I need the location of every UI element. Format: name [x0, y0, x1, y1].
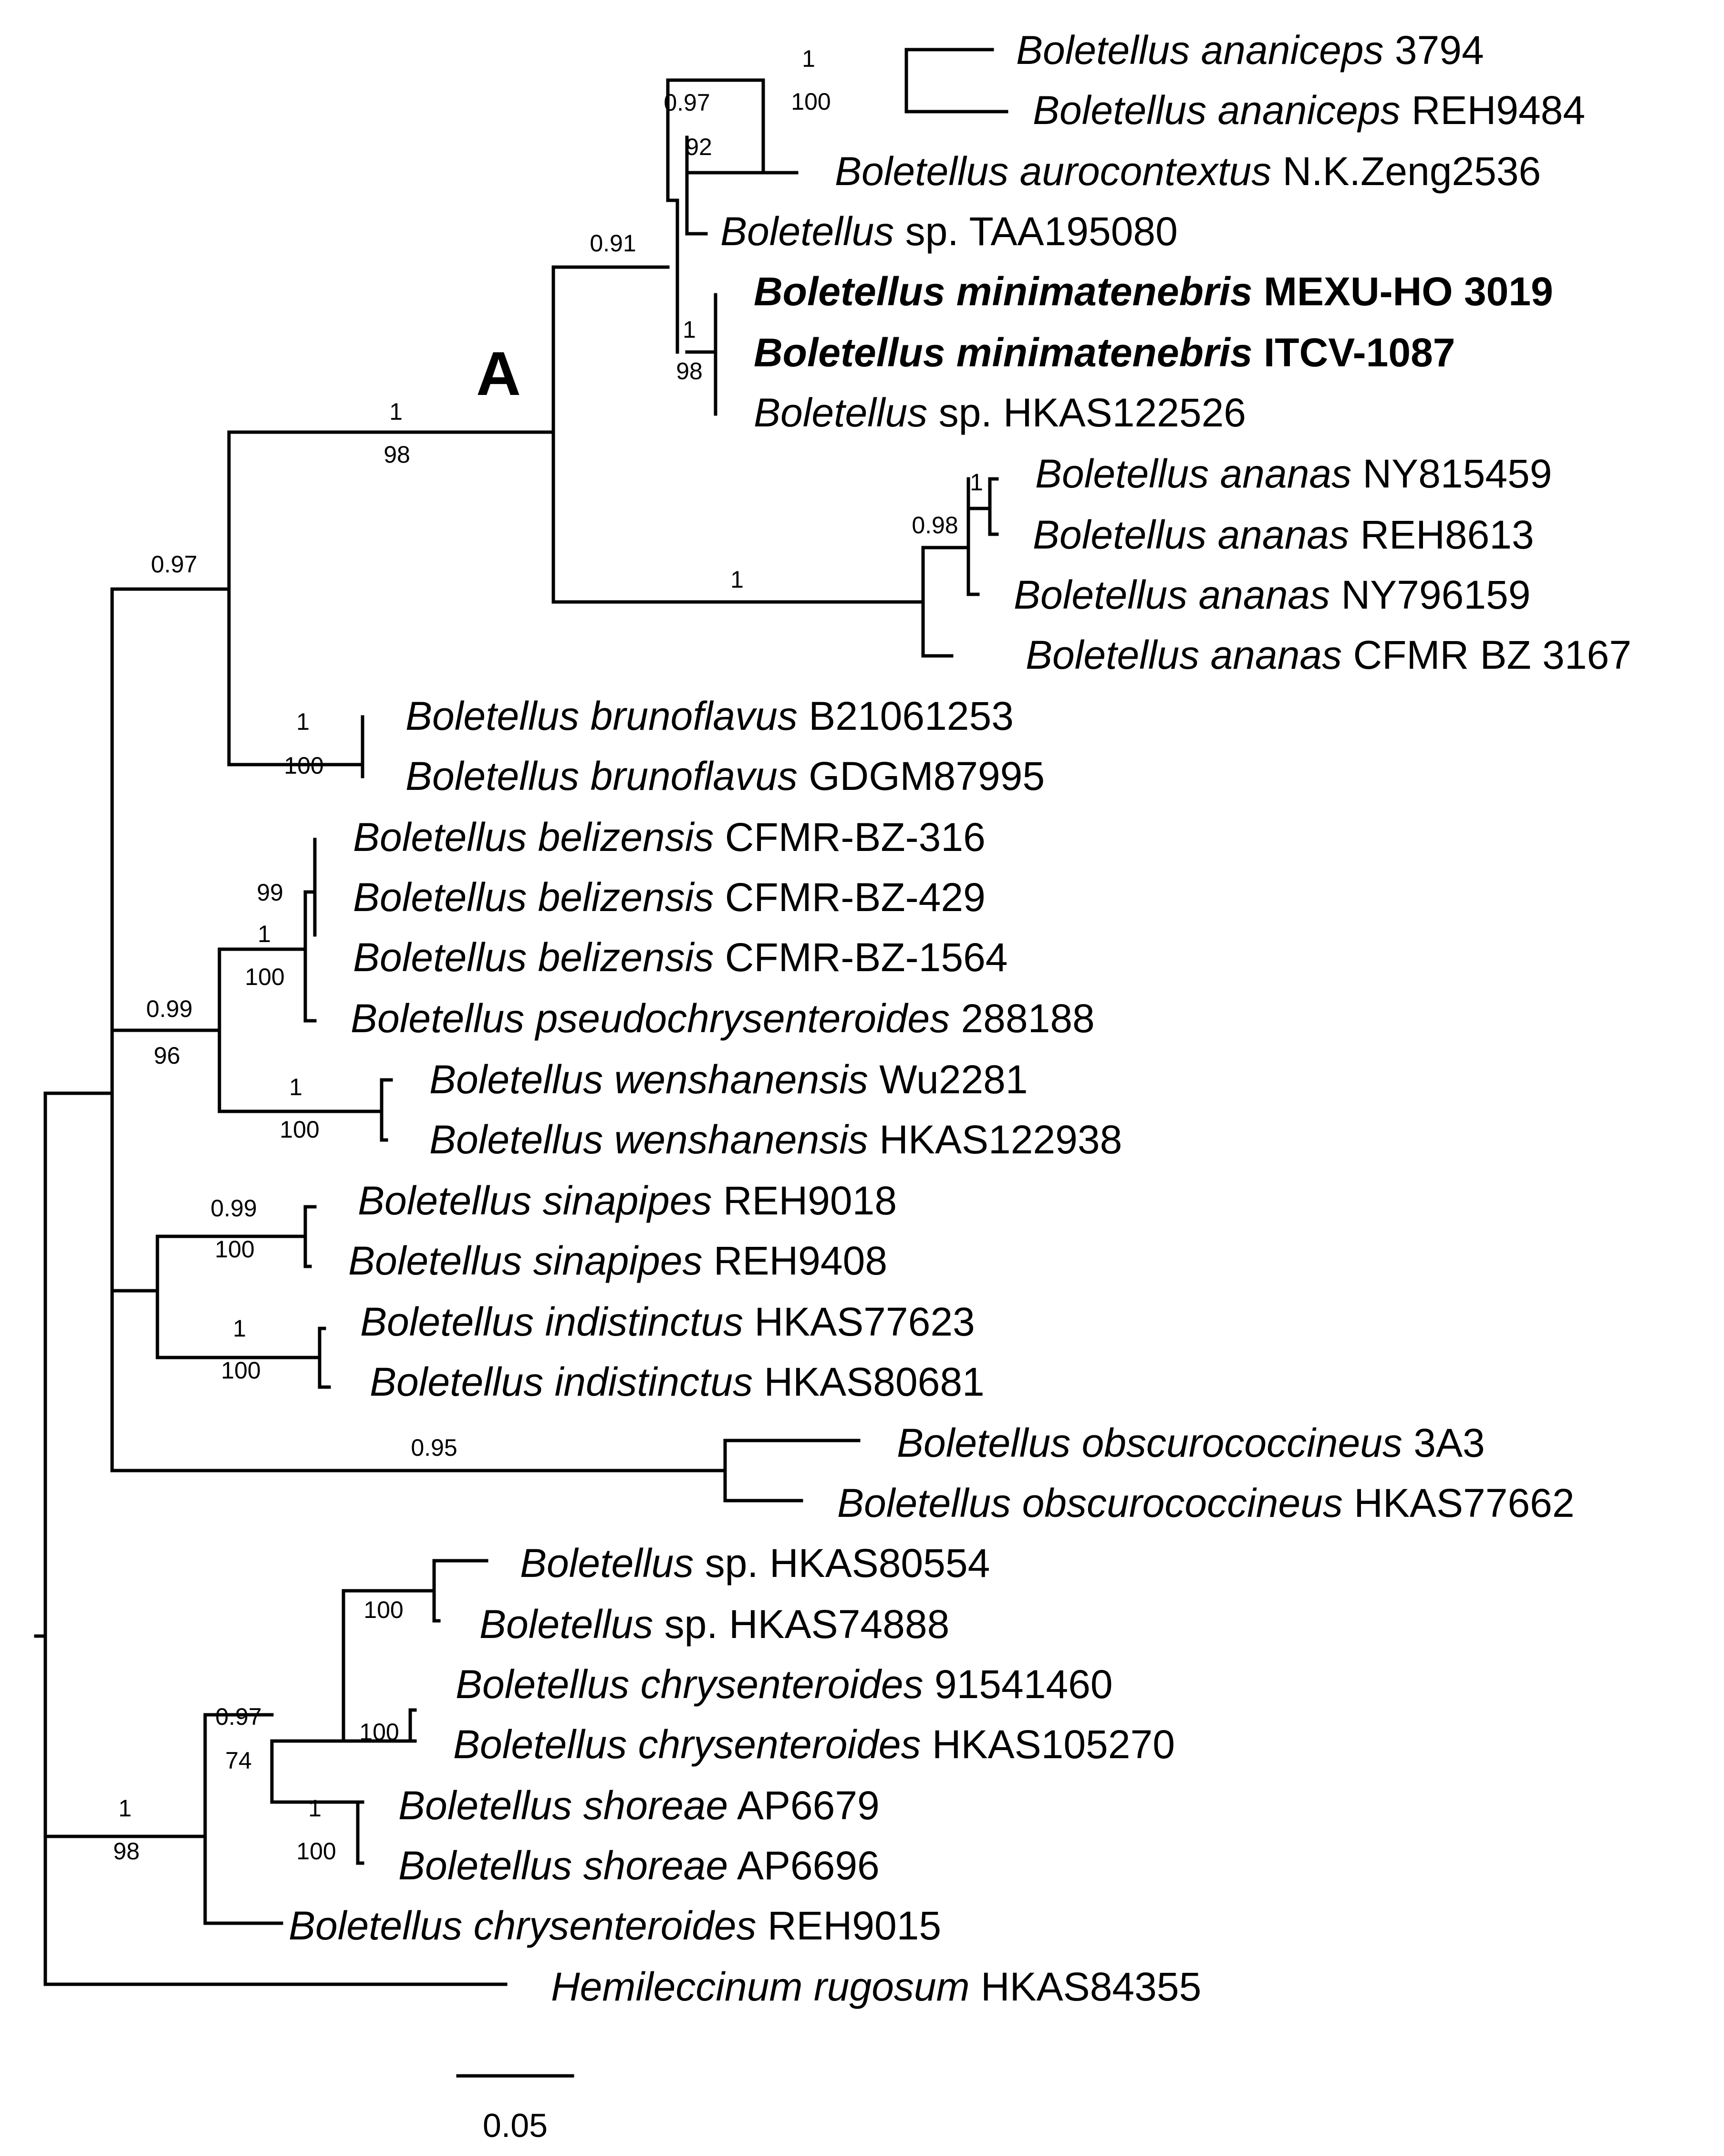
- scale-bar-label: 0.05: [483, 2107, 548, 2144]
- support-label: 100: [284, 752, 323, 779]
- support-label: 1: [802, 45, 815, 72]
- taxon-label: Hemileccinum rugosum HKAS84355: [551, 1964, 1201, 2009]
- taxon-label: Boletellus sp. HKAS80554: [520, 1541, 990, 1586]
- support-label: 100: [280, 1116, 319, 1143]
- support-label: 92: [685, 134, 712, 160]
- taxon-label: Boletellus aurocontextus N.K.Zeng2536: [835, 149, 1541, 194]
- support-label: 100: [221, 1357, 260, 1384]
- taxon-label: Boletellus chrysenteroides REH9015: [289, 1903, 941, 1948]
- support-label: 0.95: [411, 1434, 457, 1461]
- taxon-label: Boletellus chrysenteroides 91541460: [456, 1662, 1113, 1707]
- support-label: 1: [683, 316, 696, 343]
- support-label: 100: [215, 1236, 254, 1263]
- support-label: 100: [791, 88, 831, 115]
- support-label: 96: [154, 1042, 180, 1069]
- support-label: 1: [389, 398, 403, 425]
- taxon-label: Boletellus belizensis CFMR-BZ-1564: [353, 935, 1008, 980]
- support-label: 99: [257, 879, 283, 906]
- support-label: 1: [233, 1315, 246, 1342]
- taxon-label: Boletellus obscurococcineus 3A3: [897, 1420, 1485, 1465]
- taxon-label: Boletellus belizensis CFMR-BZ-429: [353, 875, 986, 920]
- taxon-label-highlighted: Boletellus minimatenebris MEXU-HO 3019: [754, 269, 1553, 314]
- support-label: 100: [296, 1838, 336, 1865]
- tree-branches: [34, 48, 1008, 1986]
- support-label: 1: [289, 1074, 302, 1100]
- taxon-label: Boletellus sp. HKAS74888: [479, 1602, 949, 1647]
- support-label: 1: [970, 469, 983, 496]
- support-label: 0.99: [210, 1195, 257, 1222]
- support-label: 100: [245, 964, 284, 990]
- taxon-label: Boletellus belizensis CFMR-BZ-316: [353, 815, 986, 860]
- clade-label: A: [476, 339, 521, 408]
- taxon-label-highlighted: Boletellus minimatenebris ITCV-1087: [754, 330, 1455, 375]
- support-label: 0.97: [664, 89, 710, 116]
- support-values: 1 100 0.97 92 0.91 1 98 1 98 1 0.98 1 0.…: [113, 45, 983, 1865]
- scale-bar: 0.05: [456, 2074, 574, 2144]
- support-label: 0.91: [590, 230, 636, 257]
- support-label: 1: [258, 921, 271, 947]
- taxon-label: Boletellus wenshanensis HKAS122938: [429, 1117, 1122, 1162]
- support-label: 98: [676, 358, 703, 384]
- support-label: 1: [296, 708, 310, 735]
- taxon-label: Boletellus ananas REH8613: [1033, 512, 1534, 557]
- taxon-label: Boletellus brunoflavus GDGM87995: [405, 754, 1045, 798]
- support-label: 1: [118, 1795, 132, 1822]
- taxon-label: Boletellus indistinctus HKAS80681: [370, 1359, 985, 1404]
- taxon-label: Boletellus sinapipes REH9018: [358, 1178, 897, 1223]
- support-label: 1: [308, 1795, 322, 1822]
- support-label: 0.97: [151, 551, 197, 578]
- taxon-label: Boletellus ananas CFMR BZ 3167: [1026, 632, 1631, 677]
- taxon-label: Boletellus ananas NY815459: [1035, 451, 1552, 496]
- taxa-labels: Boletellus ananiceps 3794 Boletellus ana…: [289, 28, 1631, 2009]
- support-label: 0.97: [215, 1703, 261, 1730]
- taxon-label: Boletellus sp. HKAS122526: [754, 390, 1246, 435]
- taxon-label: Boletellus ananas NY796159: [1014, 572, 1531, 617]
- support-label: 0.98: [912, 512, 958, 539]
- taxon-label: Boletellus sinapipes REH9408: [348, 1238, 887, 1283]
- taxon-label: Boletellus chrysenteroides HKAS105270: [453, 1722, 1175, 1767]
- taxon-label: Boletellus ananiceps 3794: [1016, 28, 1484, 73]
- support-label: 98: [384, 441, 410, 468]
- support-label: 74: [225, 1747, 252, 1774]
- taxon-label: Boletellus sp. TAA195080: [720, 209, 1178, 254]
- taxon-label: Boletellus shoreae AP6696: [398, 1843, 880, 1888]
- support-label: 1: [730, 566, 744, 593]
- support-label: 100: [359, 1719, 399, 1745]
- taxon-label: Boletellus pseudochrysenteroides 288188: [351, 996, 1095, 1041]
- taxon-label: Boletellus shoreae AP6679: [398, 1783, 880, 1828]
- taxon-label: Boletellus ananiceps REH9484: [1033, 88, 1585, 133]
- taxon-label: Boletellus brunoflavus B21061253: [405, 694, 1014, 738]
- taxon-label: Boletellus indistinctus HKAS77623: [360, 1299, 975, 1344]
- taxon-label: Boletellus wenshanensis Wu2281: [429, 1057, 1028, 1102]
- support-label: 0.99: [146, 995, 192, 1022]
- support-label: 98: [113, 1838, 140, 1865]
- taxon-label: Boletellus obscurococcineus HKAS77662: [837, 1481, 1575, 1525]
- support-label: 100: [363, 1596, 403, 1623]
